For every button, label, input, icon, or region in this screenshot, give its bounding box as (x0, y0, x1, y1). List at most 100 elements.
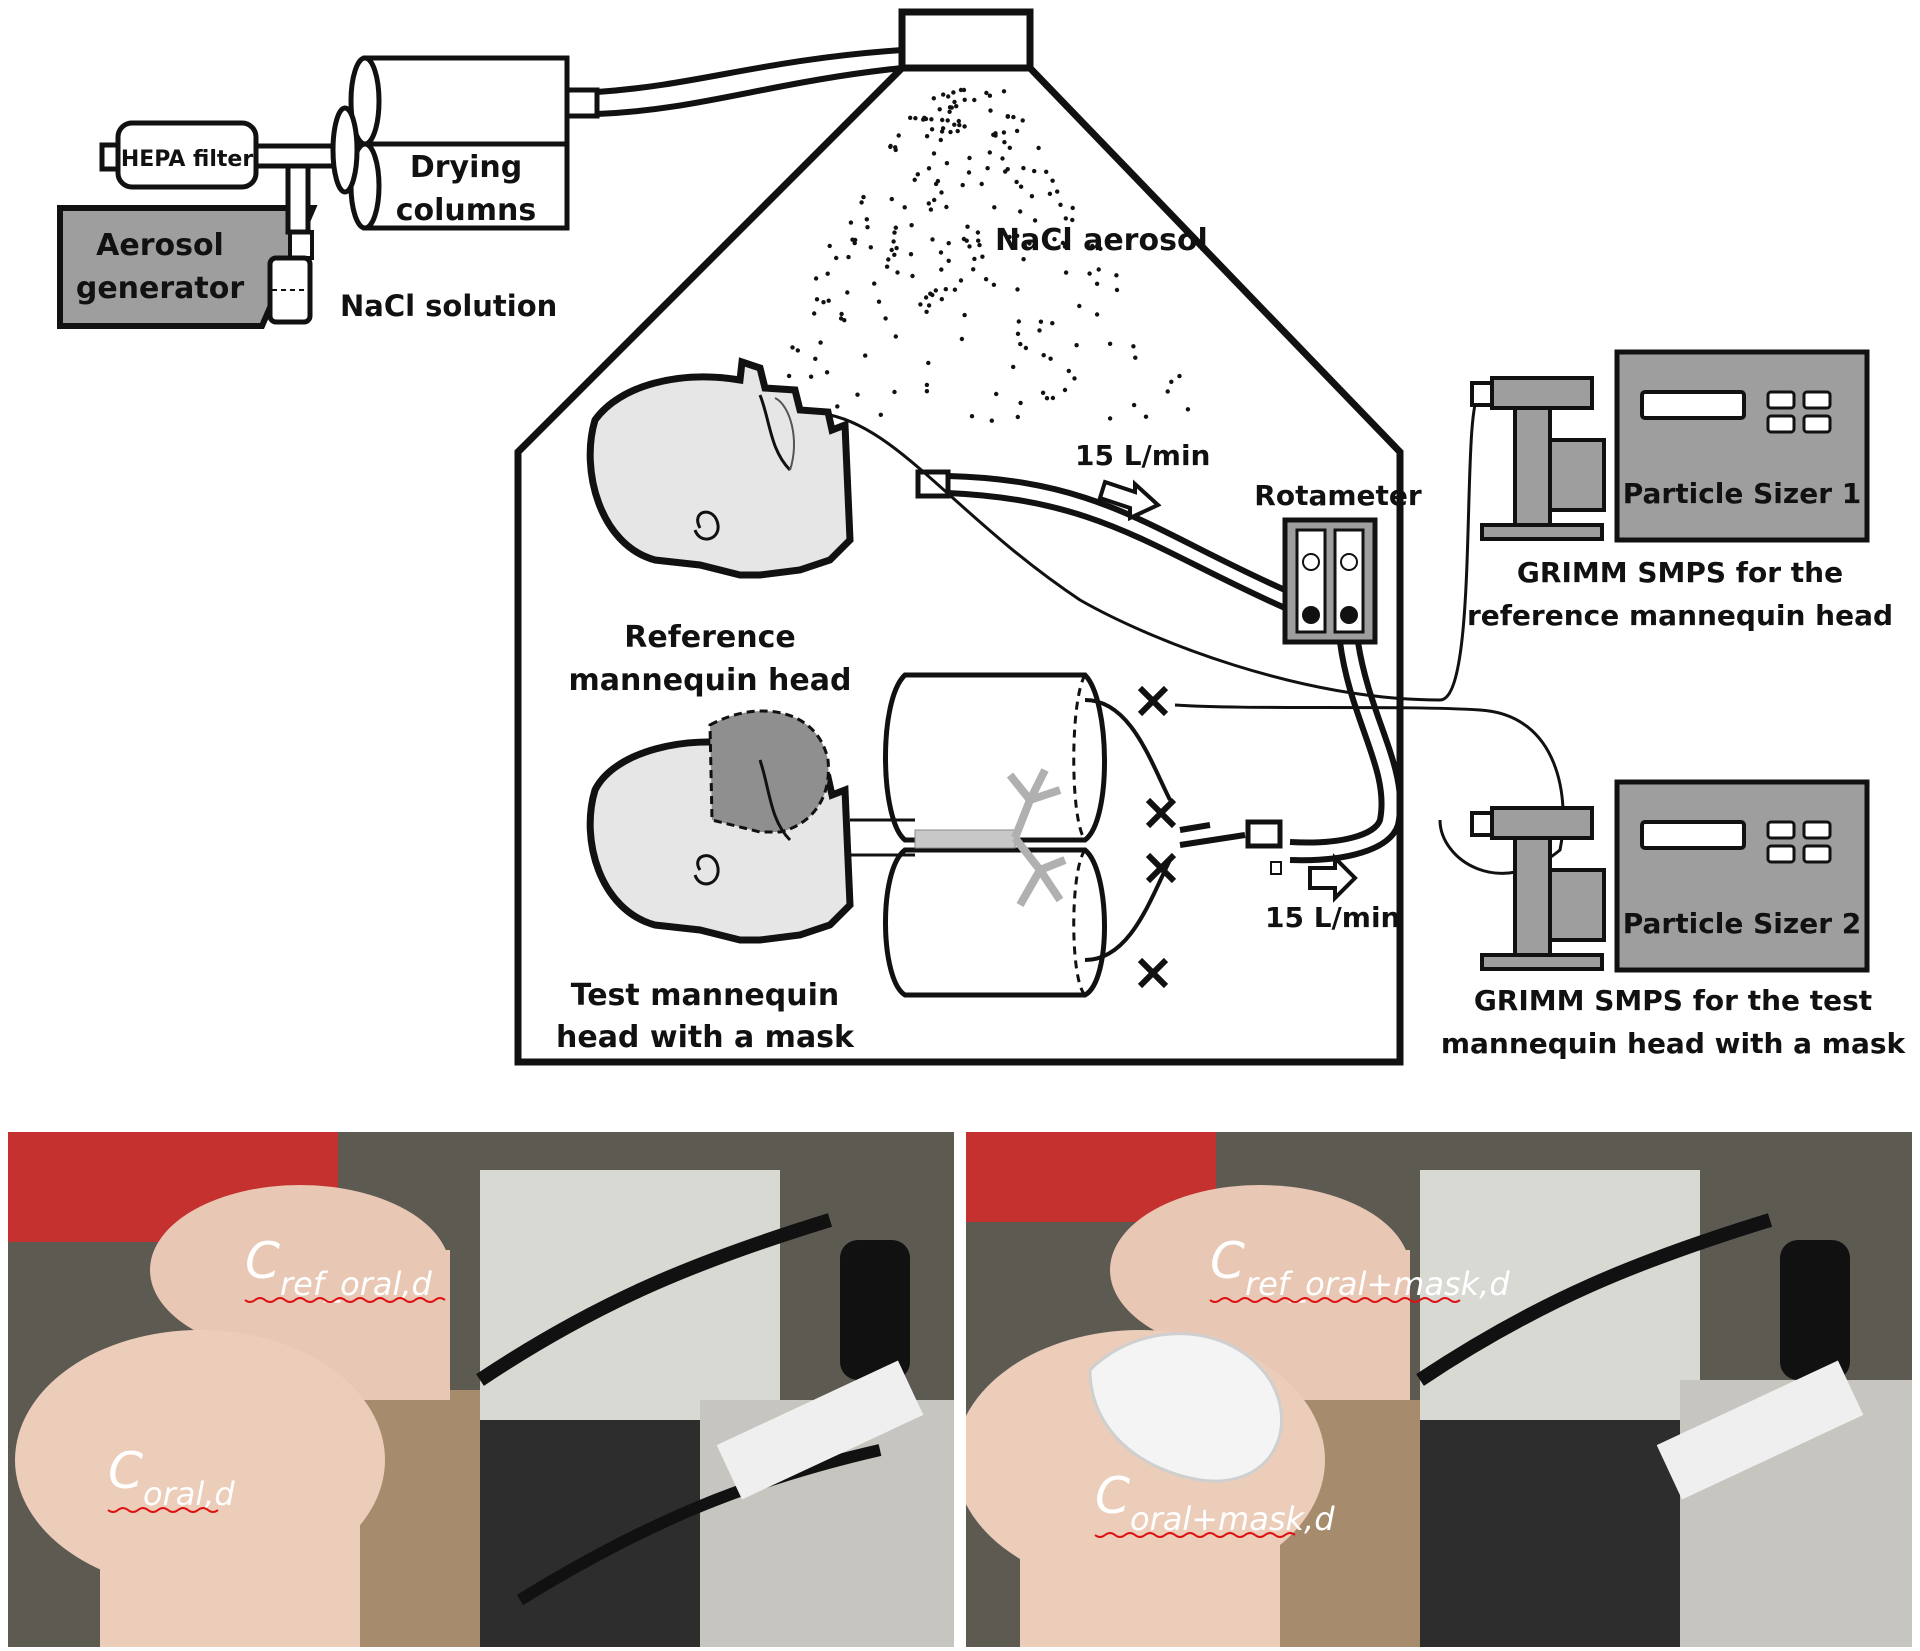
aerosol-particle (1048, 356, 1053, 361)
aerosol-particle (1114, 287, 1120, 293)
aerosol-particle (1032, 168, 1037, 174)
test-label-sub: oral,d (143, 1475, 235, 1513)
aerosol-particle (915, 172, 920, 177)
aerosol-particle (1063, 216, 1069, 221)
aerosol-particle (892, 230, 897, 235)
aerosol-particle (948, 129, 953, 135)
aerosol-particle (1050, 395, 1056, 401)
aerosol-particle (813, 356, 818, 361)
aerosol-particle (855, 392, 860, 397)
ref-label-sub: ref_oral,d (280, 1265, 433, 1303)
aerosol-particle (991, 282, 997, 287)
aerosol-particle (1007, 234, 1012, 240)
sizer-2-caption-2: mannequin head with a mask (1441, 1027, 1907, 1060)
aerosol-particle (926, 303, 932, 308)
aerosol-particle (1058, 202, 1063, 207)
aerosol-particle (1027, 241, 1032, 246)
aerosol-particle (888, 144, 893, 149)
aerosol-particle (835, 404, 840, 409)
aerosol-particle (1005, 114, 1010, 119)
photo-right-labels: C ref_oral+mask,d C oral+mask,d (1094, 1232, 1510, 1538)
test-head-label-2: head with a mask (556, 1020, 855, 1055)
aerosol-particle (924, 134, 930, 139)
lung-model (850, 672, 1107, 998)
aerosol-particle (1052, 237, 1057, 242)
aerosol-particle (1029, 194, 1035, 199)
aerosol-particle (1018, 400, 1023, 406)
aerosol-particle (985, 166, 990, 171)
aerosol-particle (846, 254, 851, 260)
aerosol-particle (1015, 331, 1021, 336)
flow-label-bottom: 15 L/min (1265, 901, 1401, 934)
aerosol-particle (853, 237, 858, 243)
aerosol-particle (826, 298, 831, 303)
aerosol-particle (924, 382, 930, 388)
aerosol-particle (886, 257, 891, 262)
aerosol-particle (937, 107, 942, 112)
rotameter: Rotameter (1254, 479, 1422, 645)
sizer-1-caption-2: reference mannequin head (1467, 599, 1893, 632)
aerosol-particle (952, 122, 957, 127)
aerosol-particle (946, 241, 951, 246)
aerosol-particle (947, 105, 953, 110)
aerosol-particle (910, 273, 915, 279)
aerosol-particle (933, 288, 938, 293)
aerosol-particle (1001, 130, 1007, 135)
aerosol-particle (893, 225, 898, 230)
aerosol-particle (865, 225, 870, 230)
aerosol-particle (1131, 402, 1137, 408)
aerosol-particle (960, 182, 965, 188)
drying-columns: Drying columns (330, 55, 600, 231)
aerosol-particle (939, 267, 944, 272)
aerosol-particle (878, 412, 883, 417)
aerosol-particle (980, 254, 985, 259)
aerosol-particle (979, 181, 984, 187)
aerosol-particle (994, 391, 999, 397)
aerosol-particle (1060, 240, 1066, 246)
aerosol-particle (924, 389, 930, 394)
flow-label-top: 15 L/min (1075, 439, 1211, 472)
aerosol-particle (957, 122, 962, 128)
aerosol-particle (961, 236, 967, 242)
aerosol-particle (1011, 114, 1016, 120)
aerosol-particle (1014, 128, 1020, 134)
aerosol-particle (1000, 156, 1005, 161)
aerosol-particle (1047, 191, 1053, 196)
nebulizer-inlet (898, 8, 1034, 72)
aerosol-particle (1072, 376, 1077, 381)
aerosol-particle (861, 194, 866, 200)
aerosol-particle (1016, 319, 1021, 324)
aerosol-particle (795, 348, 800, 353)
aerosol-particle (991, 132, 996, 137)
aerosol-particle (944, 204, 949, 210)
aerosol-particle (965, 224, 970, 229)
aerosol-particle (943, 287, 948, 292)
aerosol-particle (1098, 246, 1103, 251)
aerosol-particle (1131, 344, 1136, 349)
aerosol-particle (1063, 270, 1069, 275)
aerosol-particle (1011, 364, 1016, 370)
aerosol-particle (1044, 169, 1049, 174)
aerosol-particle (902, 205, 907, 210)
aerosol-particle (966, 170, 972, 175)
aerosol-particle (1041, 353, 1046, 358)
aerosol-particle (1177, 373, 1182, 379)
aerosol-particle (938, 250, 944, 255)
aerosol-particle (913, 116, 918, 121)
aerosol-particle (972, 97, 977, 103)
aerosol-particle (928, 207, 934, 212)
aerosol-particle (939, 190, 944, 195)
aerosol-particle (883, 316, 888, 321)
aerosol-particle (992, 205, 997, 210)
aerosol-particle (1014, 179, 1019, 185)
aerosol-particle (1077, 303, 1082, 309)
aerosol-particle (1015, 414, 1020, 420)
sizer-1-label: Particle Sizer 1 (1623, 477, 1861, 510)
aerosol-particle (894, 245, 899, 251)
aerosol-particle (1114, 273, 1119, 278)
aerosol-particle (876, 299, 882, 304)
flow-arrow-bottom (1308, 853, 1358, 903)
aerosol-particle (1070, 217, 1075, 223)
hepa-filter: HEPA filter (99, 120, 349, 235)
nacl-aerosol-label: NaCl aerosol (995, 223, 1208, 258)
